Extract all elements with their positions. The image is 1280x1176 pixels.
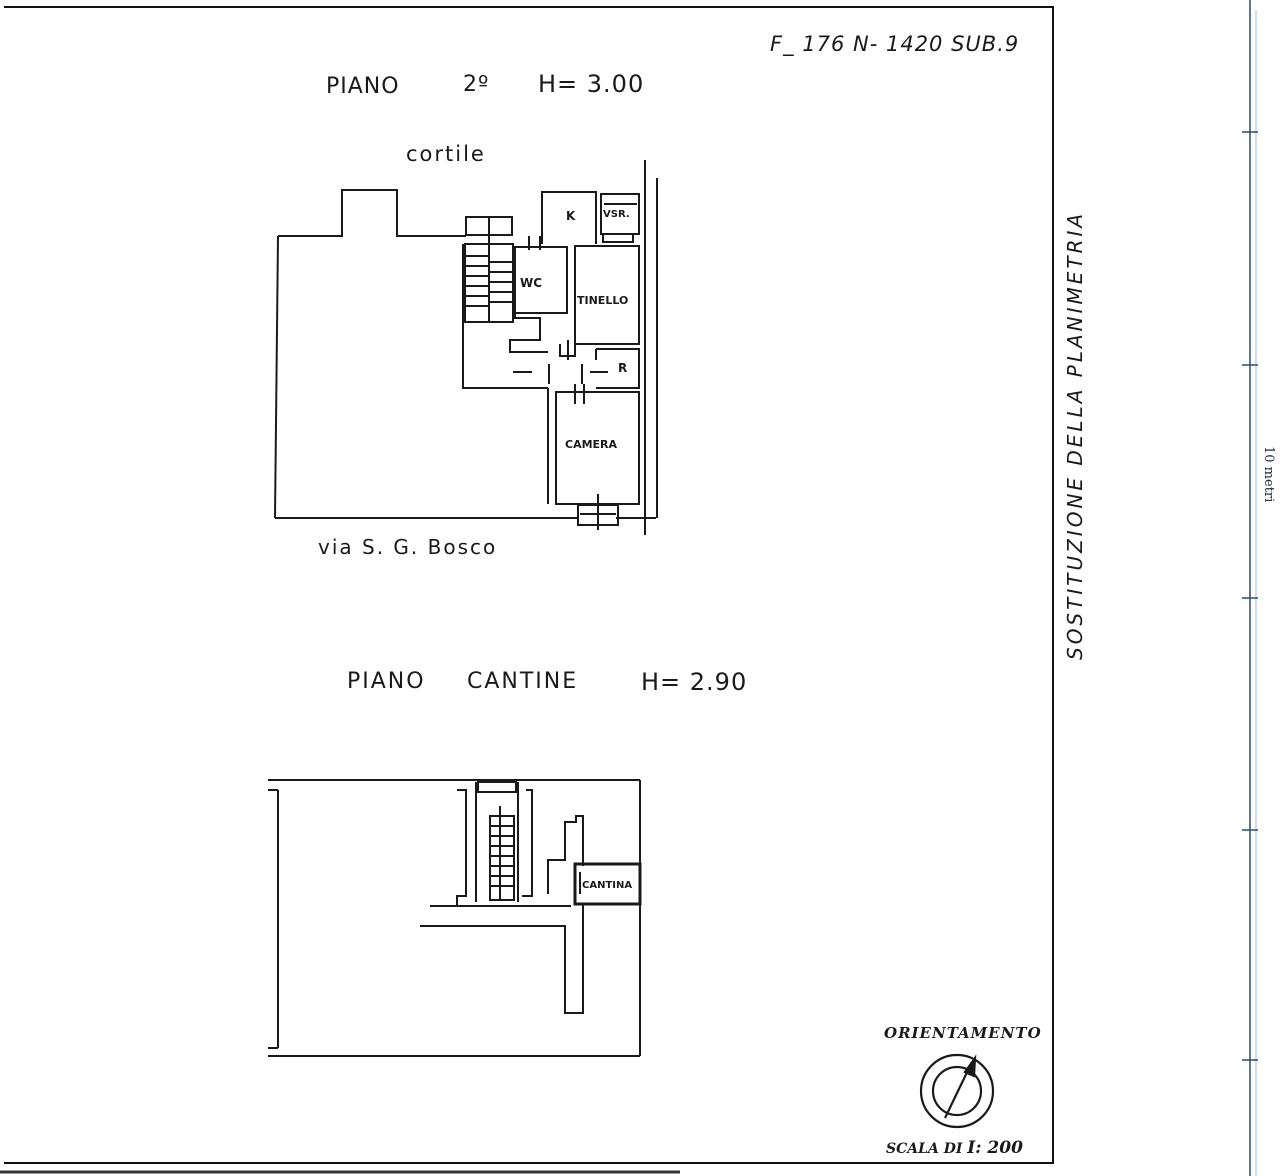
- sheet-frame: [4, 6, 1054, 1164]
- cellar-title-height: H= 2.90: [641, 668, 748, 696]
- scale-label: SCALA DI I: 200: [886, 1140, 1023, 1157]
- scale-prefix: SCALA DI: [886, 1141, 963, 1157]
- scale-bar-label: 10 metri: [1261, 446, 1276, 503]
- floor2-title-height: H= 3.00: [538, 70, 645, 98]
- scale-value: I: 200: [967, 1138, 1023, 1158]
- room-wc: WC: [520, 276, 543, 290]
- orientation-symbol: [919, 1053, 995, 1129]
- cadastral-reference: F_ 176 N- 1420 SUB.9: [770, 32, 1020, 56]
- cellar-title-level: CANTINE: [467, 669, 579, 694]
- street-label: via S. G. Bosco: [318, 535, 498, 559]
- cellar-outline: [268, 779, 641, 1057]
- room-tinello: TINELLO: [577, 294, 629, 307]
- floor2-apartment: [509, 191, 640, 530]
- replacement-note: SOSTITUZIONE DELLA PLANIMETRIA: [1063, 210, 1087, 660]
- floor2-outline: [274, 160, 658, 535]
- room-cantina: CANTINA: [582, 880, 633, 891]
- orientation-label: ORIENTAMENTO: [884, 1024, 1042, 1042]
- room-vsr: VSR.: [603, 209, 630, 220]
- cellar-corridor: [420, 815, 642, 1014]
- room-k: K: [566, 209, 576, 223]
- floor2-stair: [462, 216, 548, 389]
- courtyard-label: cortile: [406, 142, 486, 166]
- cellar-stair-block: [456, 781, 533, 907]
- cellar-title-piano: PIANO: [347, 669, 426, 694]
- floor2-title-level: 2º: [463, 72, 490, 97]
- room-r: R: [618, 361, 628, 375]
- room-camera: CAMERA: [565, 438, 618, 451]
- floor2-title-piano: PIANO: [326, 74, 400, 99]
- scale-bar: [1242, 0, 1258, 1176]
